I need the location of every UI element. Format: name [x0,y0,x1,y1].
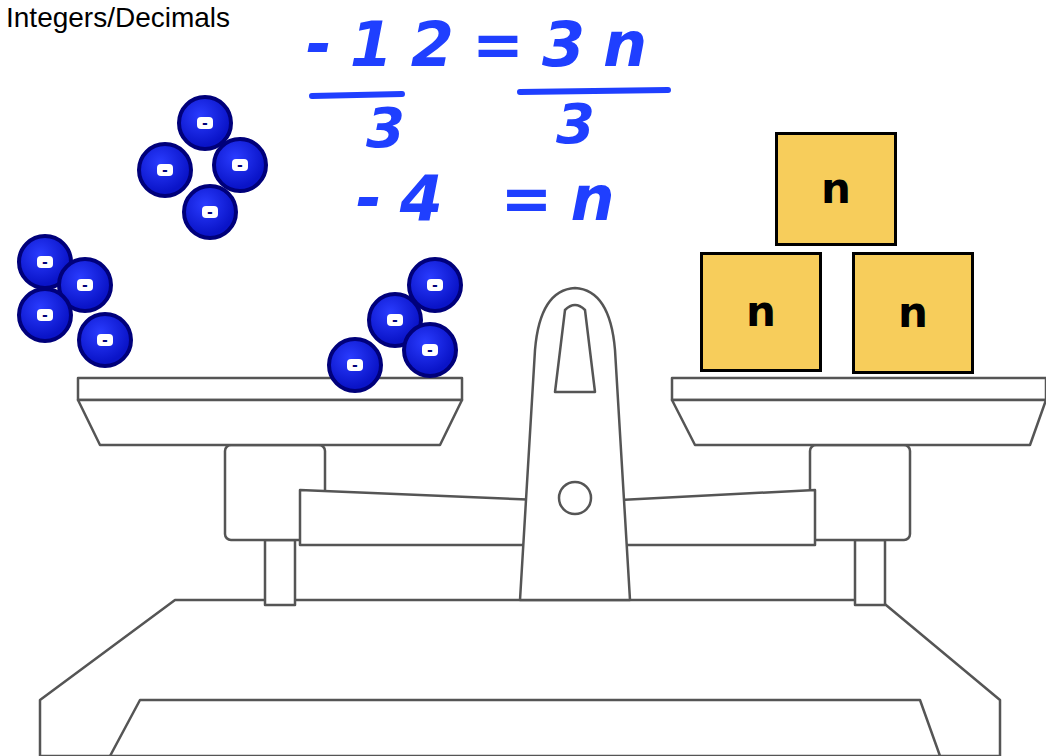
minus-sign: - [197,117,213,129]
variable-letter: n [821,168,851,210]
handwritten-equation: -12=3n [306,14,665,76]
minus-sign: - [232,159,248,171]
minus-sign: - [422,344,438,356]
minus-sign: - [77,279,93,291]
negative-counter: - [77,312,133,368]
minus-sign: - [202,206,218,218]
variable-letter: n [898,292,928,334]
negative-counter: - [182,184,238,240]
handwritten-equation: 3 [366,100,405,156]
handwritten-equation: 3 [556,96,595,152]
minus-sign: - [427,279,443,291]
minus-sign: - [347,359,363,371]
page-title: Integers/Decimals [6,2,230,34]
minus-sign: - [157,164,173,176]
variable-block: n [852,252,974,374]
variable-block: n [700,252,822,372]
variable-letter: n [746,291,776,333]
variable-block: n [775,132,897,246]
fraction-bar [520,90,668,92]
minus-sign: - [37,309,53,321]
minus-sign: - [37,256,53,268]
minus-sign: - [387,314,403,326]
fraction-bar [312,94,402,96]
negative-counter: - [137,142,193,198]
negative-counter: - [212,137,268,193]
handwritten-equation: -4 =n [356,168,633,230]
negative-counter: - [327,337,383,393]
negative-counter: - [402,322,458,378]
minus-sign: - [97,334,113,346]
negative-counter: - [17,287,73,343]
